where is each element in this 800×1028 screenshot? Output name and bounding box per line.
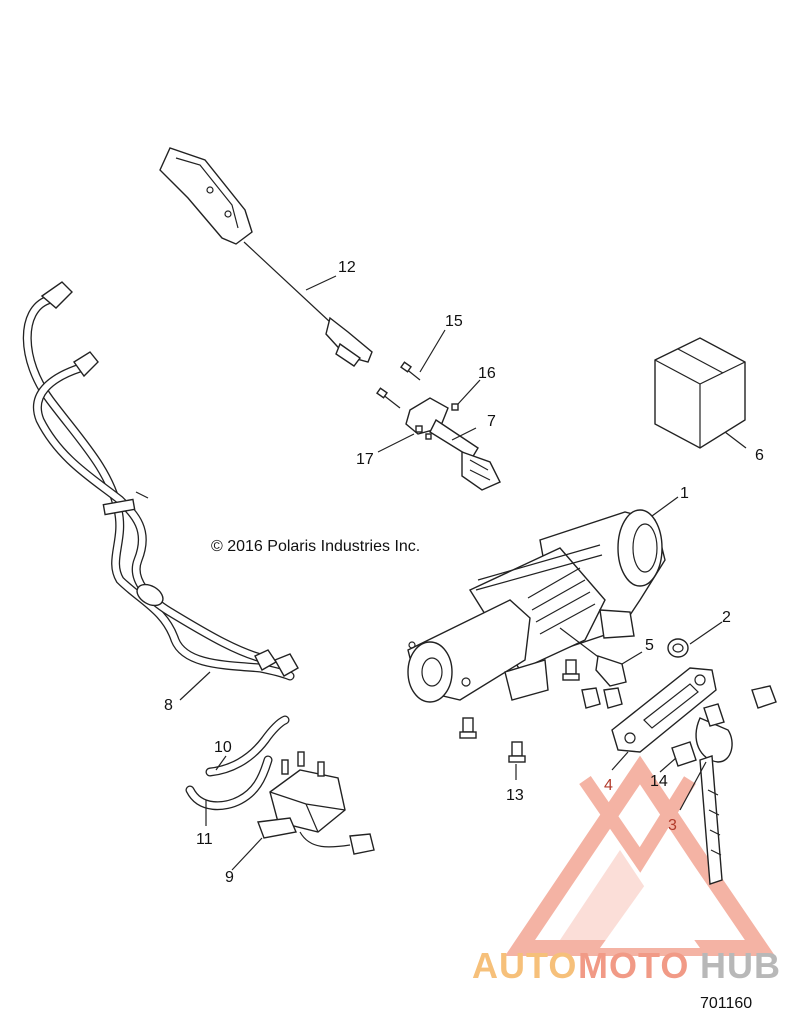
callout-12: 12 — [338, 259, 356, 276]
part-2-bushing — [667, 638, 689, 658]
callout-5: 5 — [645, 637, 654, 654]
callout-6: 6 — [755, 447, 764, 464]
svg-text:MOTO: MOTO — [578, 945, 689, 986]
part-9-contactor — [257, 751, 375, 855]
svg-text:AUTO: AUTO — [472, 945, 577, 986]
callout-labels: 1 2 3 4 5 6 7 8 9 10 11 12 13 14 15 16 1… — [164, 259, 764, 886]
part-7-connector-assembly — [376, 361, 501, 491]
callout-8: 8 — [164, 697, 173, 714]
part-4-fairlead — [611, 667, 777, 753]
part-6-box — [654, 337, 746, 449]
fasteners — [459, 659, 623, 763]
callout-10: 10 — [214, 739, 232, 756]
leader-lines — [179, 275, 747, 871]
figure-number: 701160 — [700, 995, 752, 1012]
callout-13: 13 — [506, 787, 524, 804]
callout-11: 11 — [196, 831, 213, 848]
copyright-notice: © 2016 Polaris Industries Inc. — [211, 538, 420, 555]
svg-text:HUB: HUB — [700, 945, 781, 986]
callout-16: 16 — [478, 365, 496, 382]
callout-2: 2 — [722, 609, 731, 626]
part-3-hook-strap — [671, 703, 733, 885]
callout-15: 15 — [445, 313, 463, 330]
part-5-cable — [559, 627, 627, 687]
callout-4: 4 — [604, 777, 613, 794]
part-12-winch-switch — [159, 147, 373, 367]
callout-1: 1 — [680, 485, 689, 502]
part-10-11-tubes — [185, 715, 290, 811]
callout-14: 14 — [650, 773, 668, 790]
callout-7: 7 — [487, 413, 496, 430]
watermark-text: AUTO MOTO HUB — [472, 945, 781, 986]
callout-9: 9 — [225, 869, 234, 886]
callout-17: 17 — [356, 451, 374, 468]
part-8-cable-harness — [22, 281, 299, 681]
part-1-winch — [407, 509, 666, 703]
callout-3: 3 — [668, 817, 677, 834]
watermark-logo — [504, 755, 776, 956]
